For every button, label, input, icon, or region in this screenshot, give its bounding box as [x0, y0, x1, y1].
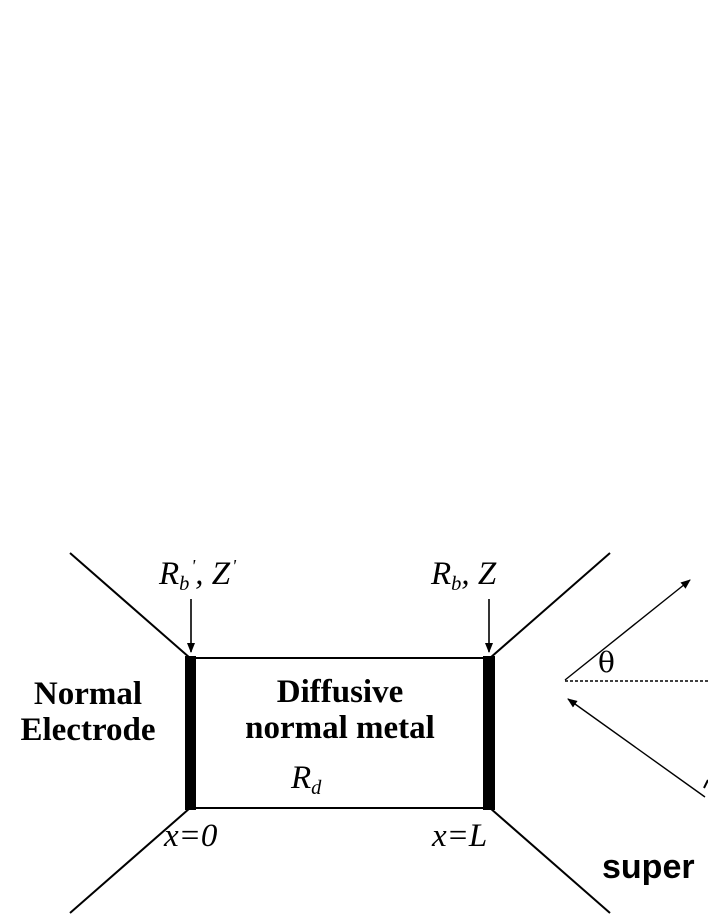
x-l-label: x=L [432, 818, 488, 854]
left-electrode-line1: Normal [33, 676, 143, 712]
right-interface-label: Rb, Z [431, 556, 497, 596]
theta-label: θ [598, 646, 615, 679]
superconductor-partial-label: super [602, 848, 695, 886]
diffusive-metal-label: Diffusive normal metal [200, 674, 480, 746]
reflected-ray-arrow [567, 698, 706, 798]
left-electrode-line2: Electrode [20, 712, 156, 748]
cut-glyph-fragment [703, 779, 708, 789]
x-zero-label: x=0 [164, 818, 218, 854]
right-interface-barrier [483, 656, 495, 810]
left-electrode-label: Normal Electrode [0, 676, 176, 748]
left-interface-label: Rb', Z' [159, 556, 237, 596]
incident-ray-arrow [564, 579, 691, 681]
lead-line-bottom-left [69, 807, 191, 914]
lead-line-bottom-right [489, 807, 611, 914]
lead-line-top-left [69, 552, 191, 659]
diffusive-metal-line1: Diffusive [276, 674, 404, 710]
diffusive-metal-line2: normal metal [245, 710, 435, 746]
left-interface-barrier [185, 656, 196, 810]
lead-line-top-right [489, 552, 611, 659]
rd-label: Rd [291, 760, 322, 800]
